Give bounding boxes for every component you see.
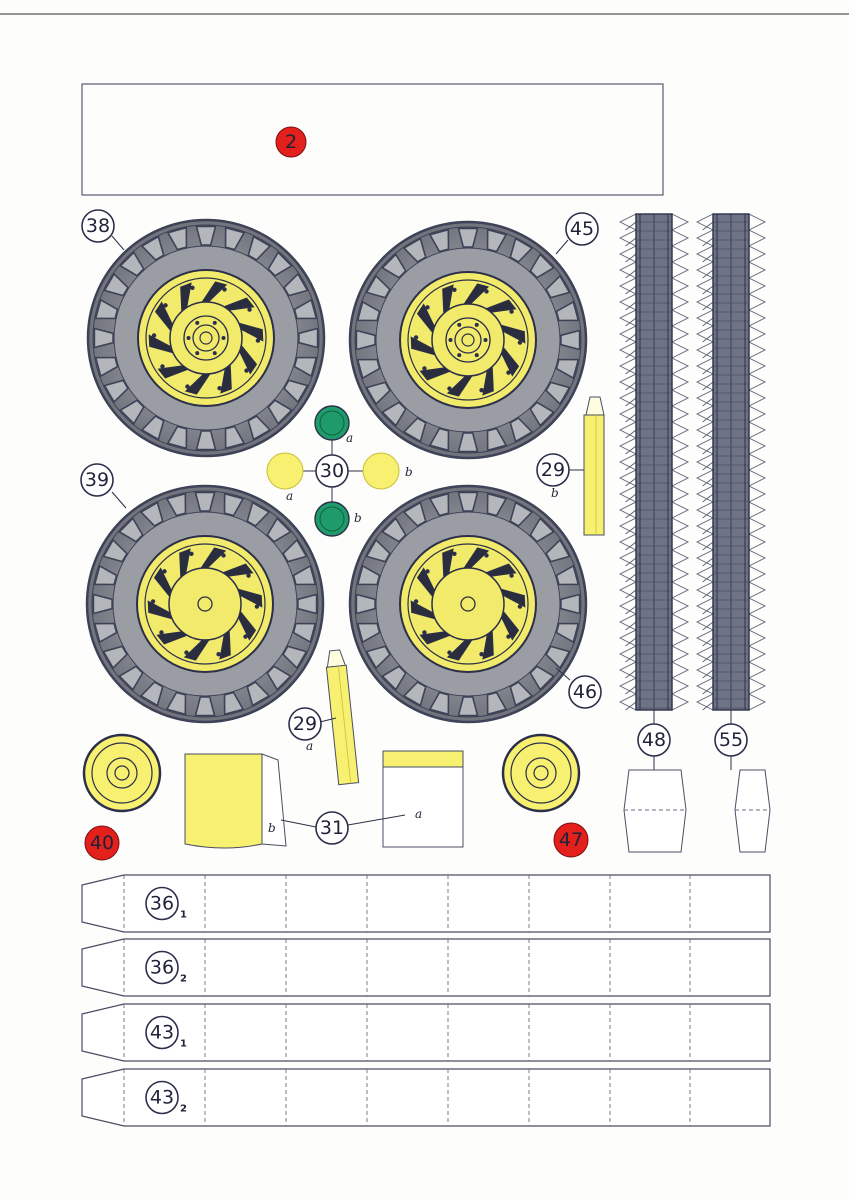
part-48-label: 48 xyxy=(637,710,671,770)
part-47-hubcap xyxy=(501,733,581,813)
strip-label-number: 36 xyxy=(150,957,174,979)
part-31a-piece: a xyxy=(382,750,464,848)
part-55-barrel xyxy=(734,769,771,853)
part-30-group: 30 a b a b xyxy=(266,405,413,537)
wheel-39 xyxy=(85,484,325,724)
part-30b-yellow-disc xyxy=(362,452,400,490)
strip-label-circle xyxy=(145,950,179,985)
svg-text:39: 39 xyxy=(85,469,109,491)
svg-text:31: 31 xyxy=(320,817,344,839)
strip-label-subscript: 2 xyxy=(180,974,187,985)
svg-text:46: 46 xyxy=(573,681,597,703)
svg-text:2: 2 xyxy=(285,131,297,153)
strip-parts: 36 1 36 2 43 1 43 2 xyxy=(81,874,771,1127)
part-30a-yellow-disc xyxy=(266,452,304,490)
part-31b-piece: b xyxy=(184,753,287,849)
part-29b-strip xyxy=(583,396,605,536)
strip-label-subscript: 2 xyxy=(180,1104,187,1115)
svg-text:38: 38 xyxy=(86,215,110,237)
part-38-label: 38 xyxy=(81,209,125,251)
svg-text:a: a xyxy=(306,739,313,753)
svg-text:b: b xyxy=(405,465,413,479)
svg-text:48: 48 xyxy=(642,729,666,751)
svg-text:b: b xyxy=(268,821,276,835)
svg-text:b: b xyxy=(551,486,559,500)
svg-text:45: 45 xyxy=(570,218,594,240)
part-47-label: 47 xyxy=(553,822,589,858)
svg-text:29: 29 xyxy=(293,713,317,735)
wheel-46 xyxy=(348,484,588,724)
strip-label-circle xyxy=(145,1015,179,1050)
strip-43-1: 43 1 xyxy=(81,1003,771,1062)
strip-label-number: 43 xyxy=(150,1087,174,1109)
wheel-45 xyxy=(348,220,588,460)
part-39-label: 39 xyxy=(80,463,127,509)
strip-label-number: 43 xyxy=(150,1022,174,1044)
part-40-hubcap xyxy=(82,733,162,813)
part-31-label: 31 xyxy=(280,811,406,845)
svg-text:b: b xyxy=(354,511,362,525)
strip-label-number: 36 xyxy=(150,893,174,915)
svg-text:30: 30 xyxy=(320,460,344,482)
track-55 xyxy=(695,213,767,711)
part-2-panel xyxy=(81,83,664,196)
strip-36-1: 36 1 xyxy=(81,874,771,933)
part-29a-strip xyxy=(325,649,360,786)
strip-label-subscript: 1 xyxy=(180,1039,187,1050)
svg-text:40: 40 xyxy=(90,832,114,854)
part-55-label: 55 xyxy=(714,710,748,770)
svg-text:a: a xyxy=(415,807,422,821)
svg-text:29: 29 xyxy=(541,459,565,481)
part-46-label: 46 xyxy=(555,667,602,709)
wheel-38 xyxy=(86,218,326,458)
part-45-label: 45 xyxy=(555,212,599,255)
svg-text:55: 55 xyxy=(719,729,743,751)
part-40-label: 40 xyxy=(84,825,120,861)
strip-36-2: 36 2 xyxy=(81,938,771,997)
part-29a-label: 29 a xyxy=(288,707,337,753)
svg-text:a: a xyxy=(346,431,353,445)
strip-label-subscript: 1 xyxy=(180,910,187,921)
part-2-label: 2 xyxy=(275,126,307,158)
svg-text:a: a xyxy=(286,489,293,503)
strip-43-2: 43 2 xyxy=(81,1068,771,1127)
part-29b-label: 29 b xyxy=(536,453,584,500)
track-48 xyxy=(618,213,690,711)
strip-label-circle xyxy=(145,886,179,921)
strip-label-circle xyxy=(145,1080,179,1115)
svg-text:47: 47 xyxy=(559,829,583,851)
part-48-barrel xyxy=(623,769,687,853)
